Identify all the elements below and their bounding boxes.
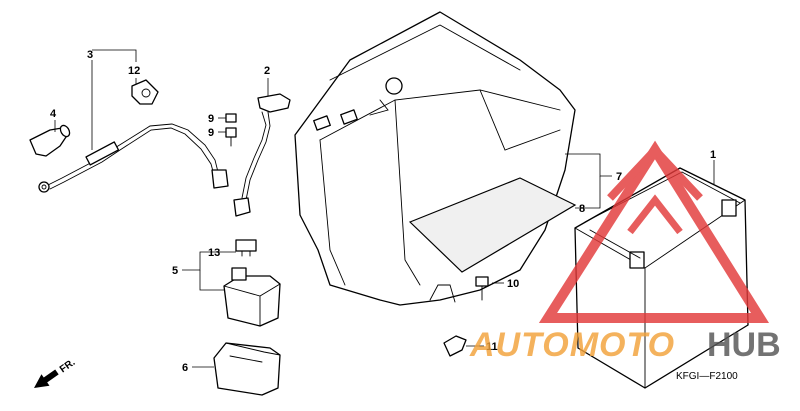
relay-cover-part-6 [213, 342, 281, 396]
callout-1: 1 [710, 149, 716, 161]
callout-9-lower: 9 [208, 127, 214, 139]
nut-part-11 [443, 335, 467, 357]
arrow-icon [34, 369, 59, 388]
callout-9-upper: 9 [208, 113, 214, 125]
watermark-logo: AUTOMOTO HUB [469, 140, 781, 364]
ground-cable-part-2 [233, 93, 291, 217]
clip-part-12 [131, 79, 159, 105]
callout-12: 12 [128, 65, 140, 77]
leader-lines [54, 49, 715, 368]
starter-relay-part-5 [223, 267, 281, 327]
callout-8: 8 [579, 203, 585, 215]
callout-11: 11 [486, 341, 498, 353]
rubber-mat-part-8 [408, 177, 577, 273]
battery-cable-part-3 [38, 123, 229, 193]
front-direction-arrow: FR. [34, 357, 78, 388]
callout-7: 7 [616, 171, 622, 183]
battery-case [294, 11, 576, 306]
watermark-text-hub: HUB [707, 326, 781, 364]
callout-6: 6 [182, 362, 188, 374]
callout-3: 3 [87, 49, 93, 61]
callout-10: 10 [507, 278, 519, 290]
callout-13: 13 [208, 247, 220, 259]
watermark-triangle-icon [538, 140, 770, 323]
fuse-part-13 [235, 239, 257, 257]
diagram-code: KFGI—F2100 [676, 371, 738, 382]
terminal-boot-part-4 [29, 124, 71, 157]
bolt-part-9 [225, 113, 237, 147]
callout-labels: 3 12 4 2 9 9 13 5 6 7 8 1 10 11 [50, 49, 716, 374]
watermark-text-automoto: AUTOMOTO [469, 326, 675, 364]
direction-label: FR. [58, 357, 78, 375]
callout-5: 5 [172, 265, 178, 277]
callout-4: 4 [50, 108, 57, 120]
callout-2: 2 [264, 65, 270, 77]
bolt-part-10 [475, 276, 489, 301]
